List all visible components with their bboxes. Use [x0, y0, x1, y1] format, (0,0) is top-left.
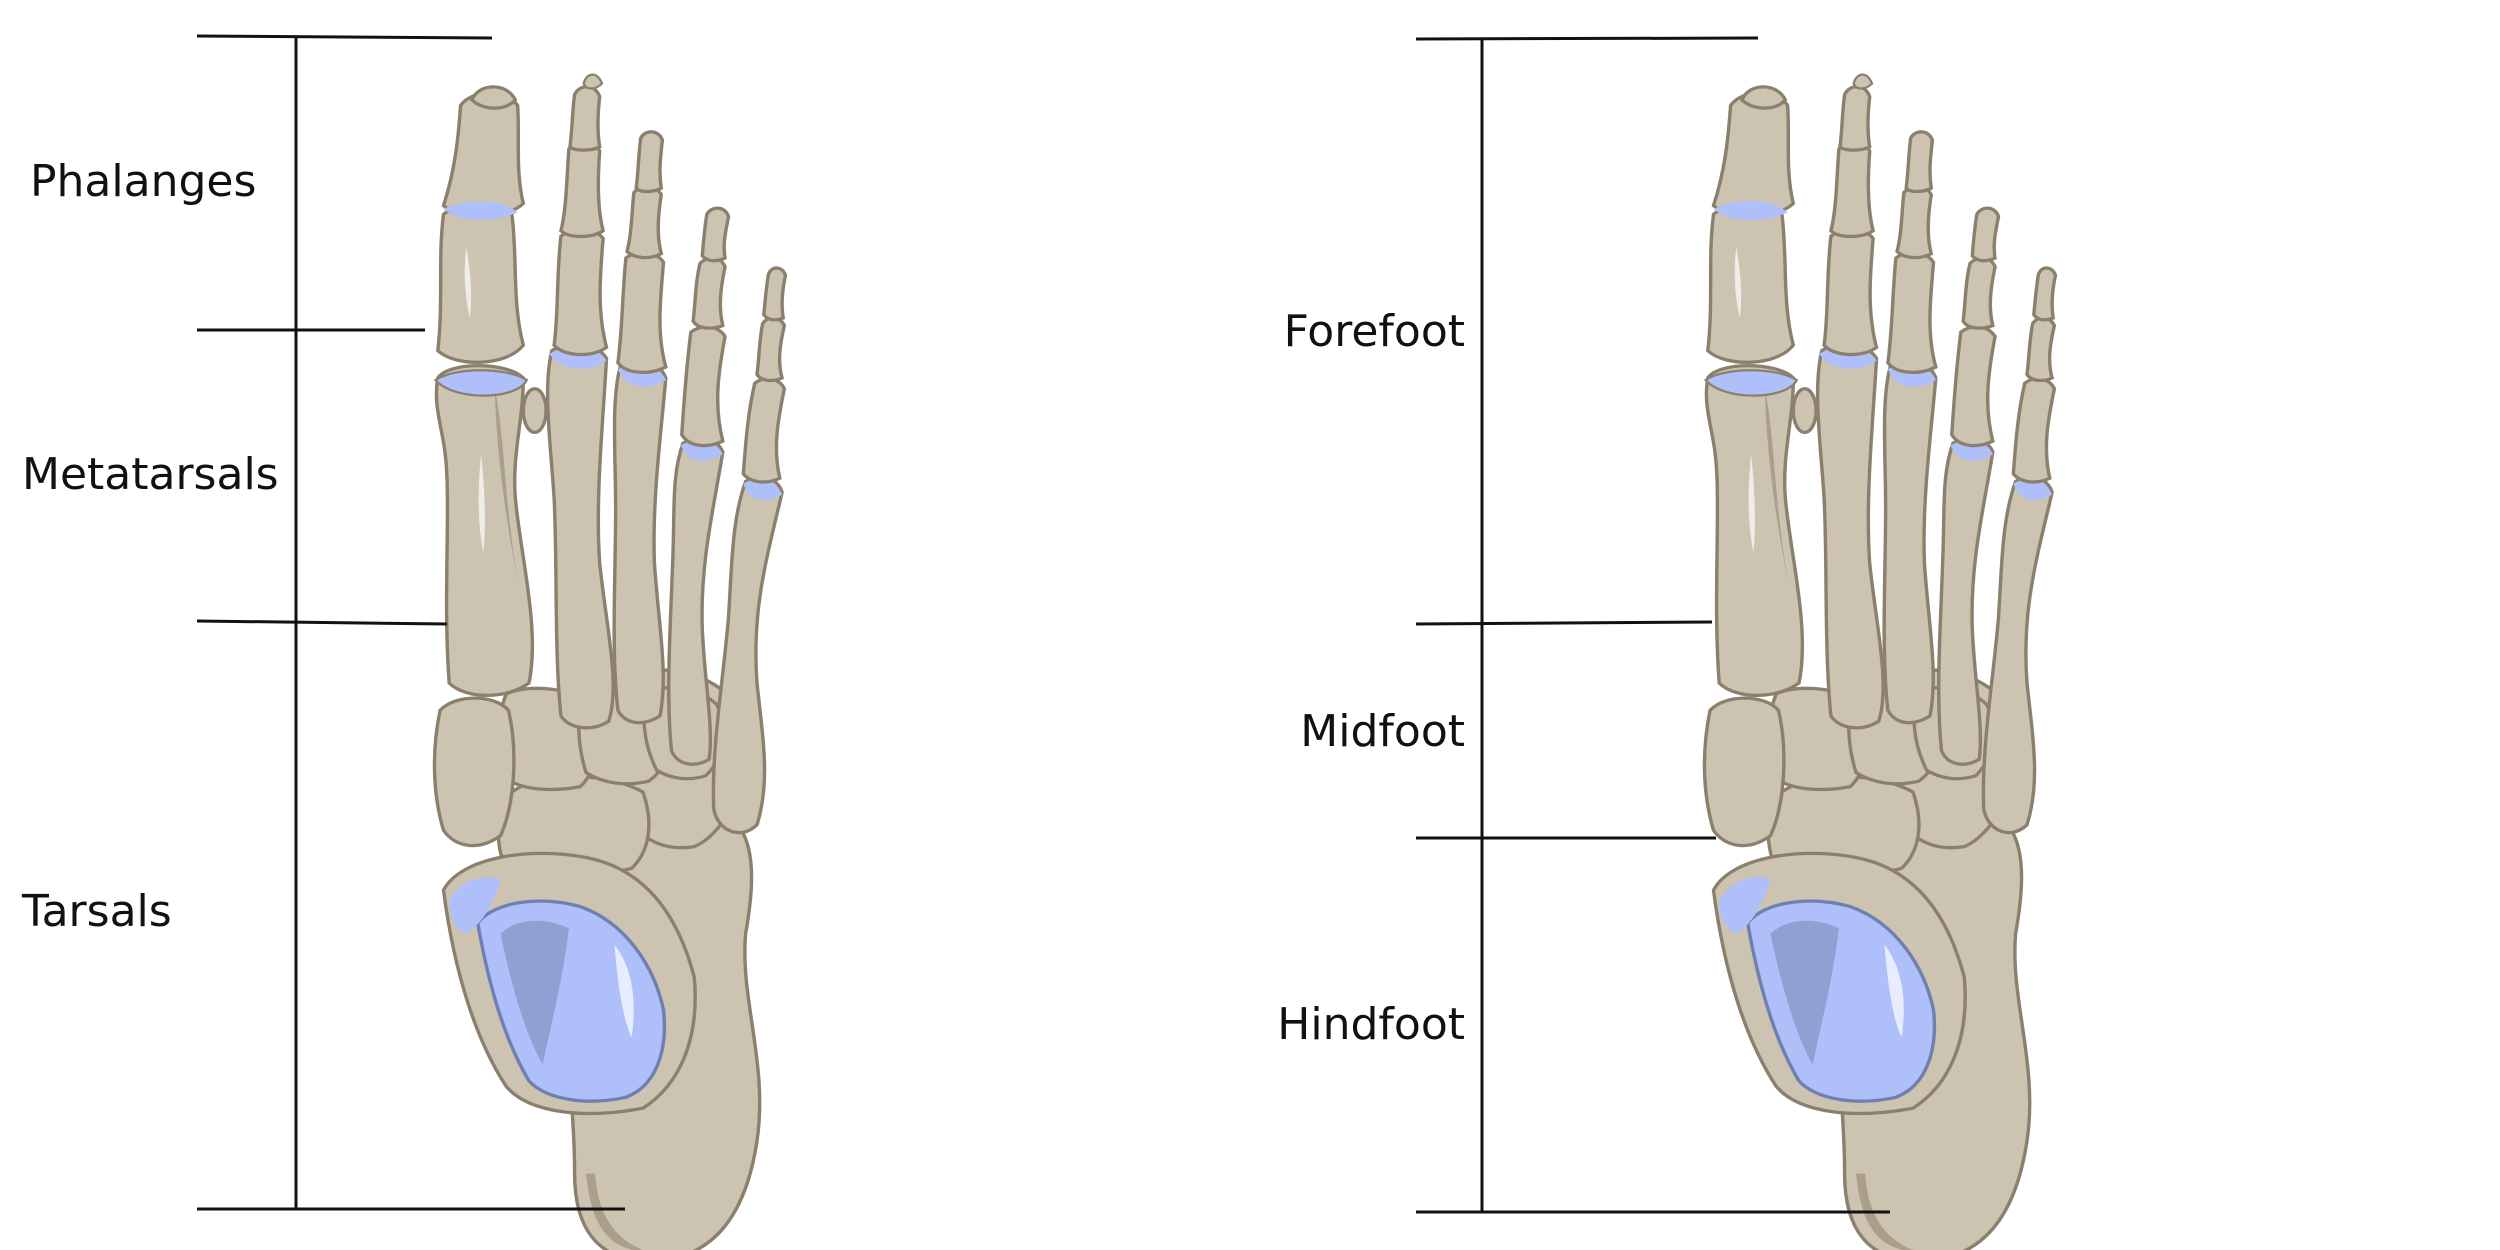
right-foot-illustration	[1702, 72, 2058, 1250]
label-metatarsals: Metatarsals	[22, 449, 279, 500]
label-tarsals: Tarsals	[22, 886, 172, 937]
right-bracket	[1415, 36, 1890, 1214]
label-forefoot: Forefoot	[1283, 306, 1465, 357]
left-bracket	[196, 34, 625, 1211]
label-midfoot: Midfoot	[1300, 706, 1465, 757]
label-hindfoot: Hindfoot	[1277, 999, 1465, 1050]
label-phalanges: Phalanges	[30, 156, 257, 207]
left-foot-illustration	[432, 72, 788, 1250]
